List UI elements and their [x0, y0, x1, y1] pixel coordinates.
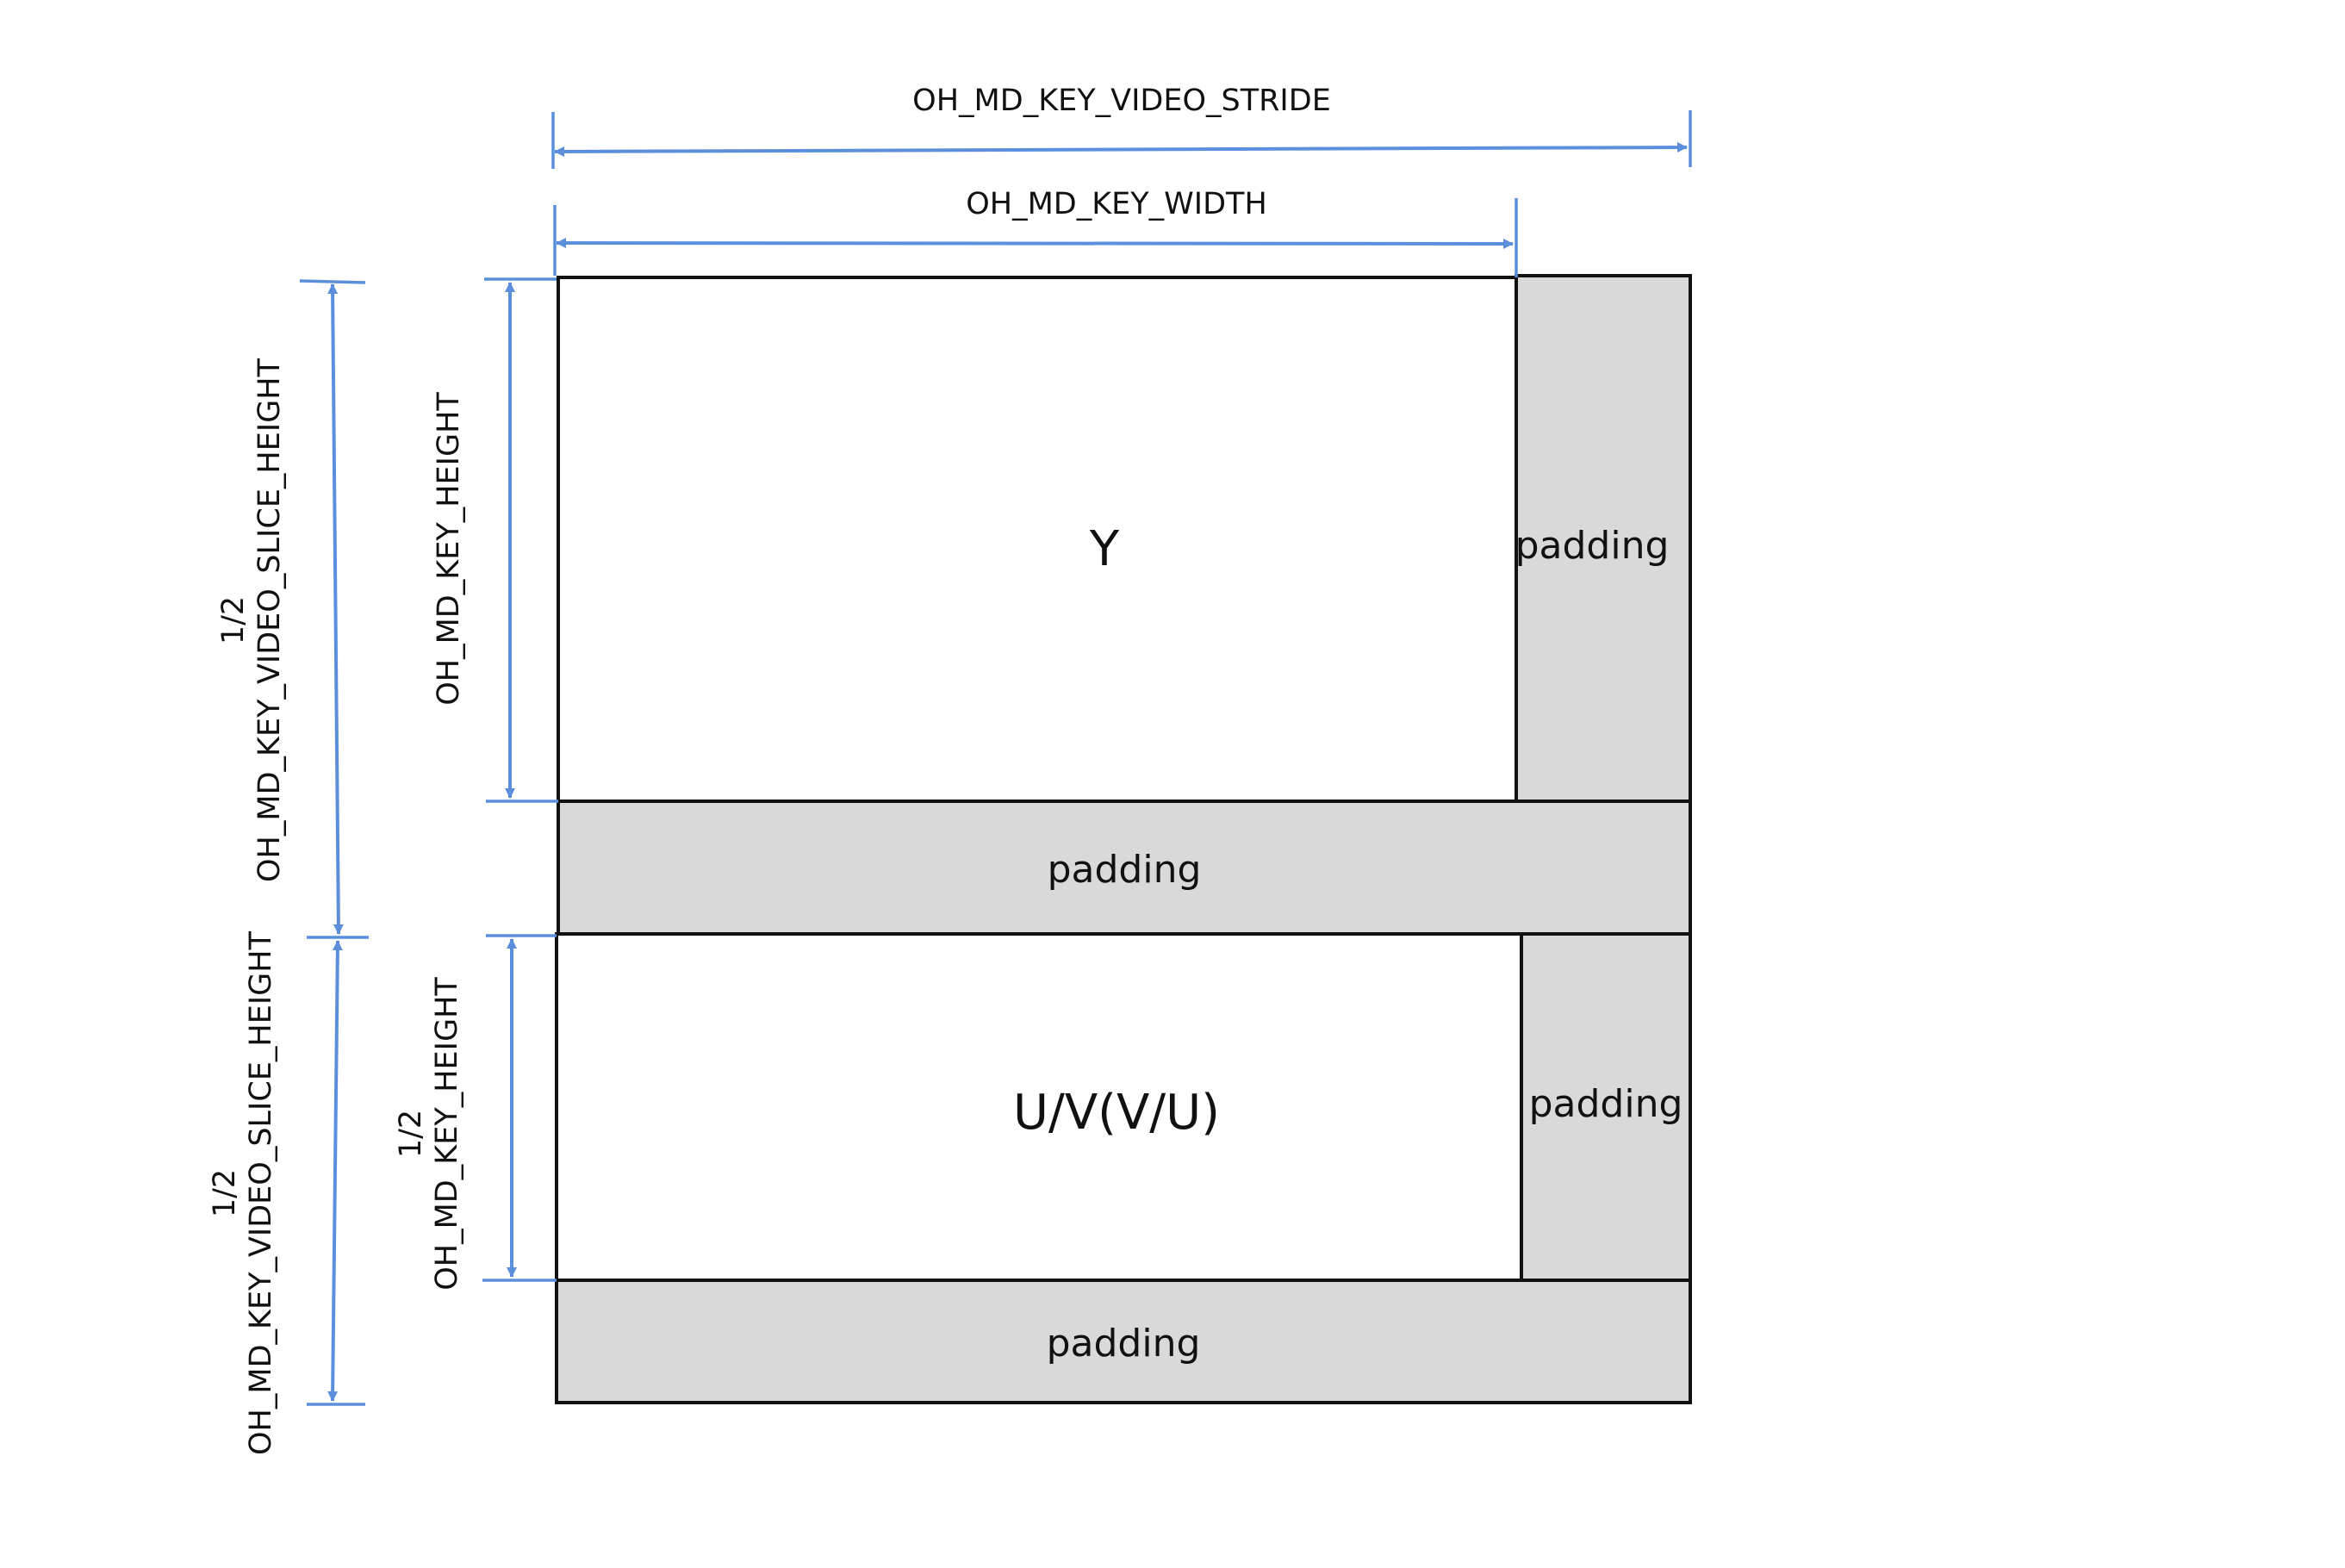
height-bottom-label-name: OH_MD_KEY_HEIGHT [430, 977, 464, 1291]
slice-top-tick-upper [299, 279, 366, 284]
y-right-padding [1515, 274, 1692, 803]
uv-plane-label: U/V(V/U) [1013, 1085, 1220, 1141]
uv-bottom-padding-label: padding [1047, 1322, 1201, 1366]
height-top-label: OH_MD_KEY_HEIGHT [432, 392, 466, 706]
width-arrow [556, 238, 1514, 249]
height-top-label-name: OH_MD_KEY_HEIGHT [432, 392, 466, 706]
slice-top-arrow [327, 283, 344, 935]
uv-bottom-padding [555, 1279, 1692, 1404]
y-bottom-padding [557, 800, 1692, 936]
slice-bottom-label-name: OH_MD_KEY_VIDEO_SLICE_HEIGHT [244, 930, 278, 1455]
stride-arrow [554, 142, 1688, 157]
slice-top-label: 1/2 OH_MD_KEY_VIDEO_SLICE_HEIGHT [216, 358, 287, 882]
stride-label: OH_MD_KEY_VIDEO_STRIDE [912, 84, 1331, 118]
y-right-padding-label: padding [1515, 524, 1670, 568]
uv-plane [555, 932, 1523, 1282]
uv-right-padding [1520, 932, 1692, 1282]
y-bottom-padding-label: padding [1048, 848, 1202, 892]
height-bottom-label: 1/2 OH_MD_KEY_HEIGHT [394, 977, 464, 1291]
y-plane [557, 276, 1518, 803]
slice-bottom-arrow [327, 940, 343, 1402]
slice-bottom-label: 1/2 OH_MD_KEY_VIDEO_SLICE_HEIGHT [208, 930, 278, 1455]
width-label: OH_MD_KEY_WIDTH [966, 187, 1267, 221]
slice-top-label-name: OH_MD_KEY_VIDEO_SLICE_HEIGHT [252, 358, 287, 882]
slice-top-label-fraction: 1/2 [216, 596, 251, 644]
slice-bottom-label-fraction: 1/2 [208, 1169, 242, 1217]
height-bottom-label-fraction: 1/2 [394, 1110, 428, 1158]
uv-right-padding-label: padding [1529, 1082, 1683, 1126]
y-plane-label: Y [1089, 521, 1120, 577]
